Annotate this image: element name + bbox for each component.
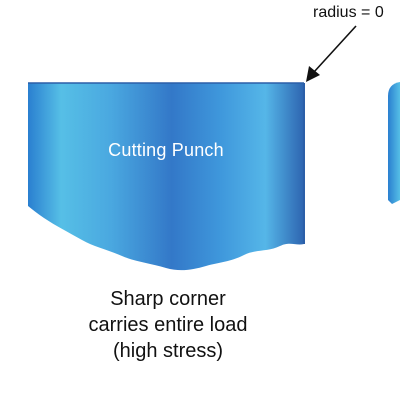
callout-arrowhead (306, 66, 320, 82)
caption-line-2: carries entire load (88, 314, 248, 336)
radius-callout-label: radius = 0 (313, 4, 384, 21)
caption-line-3: (high stress) (112, 340, 224, 362)
cutting-punch-label: Cutting Punch (108, 140, 224, 160)
caption-line-1: Sharp corner (110, 288, 226, 310)
callout-arrow-line (313, 25, 357, 73)
second-punch-body (388, 82, 400, 204)
stress-caption: Sharp corner carries entire load (high s… (40, 286, 296, 364)
cutting-punch-body (28, 83, 304, 271)
